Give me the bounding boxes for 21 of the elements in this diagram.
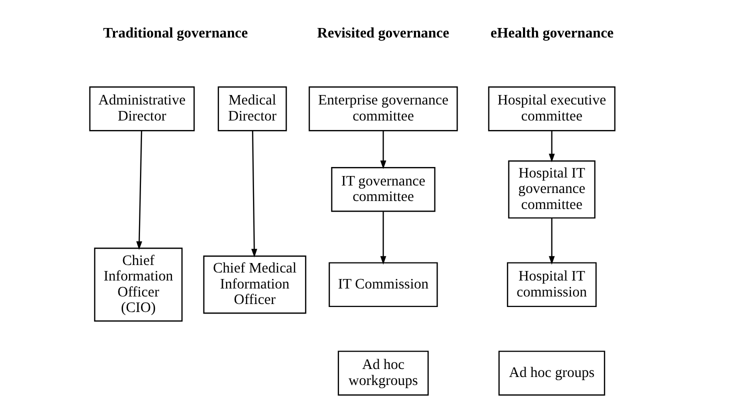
node-box: Hospital IT governance committee (508, 160, 595, 219)
arrow (380, 212, 386, 265)
arrow (548, 130, 554, 162)
node-box: IT governance committee (330, 167, 435, 212)
node-box: Hospital IT commission (506, 262, 596, 308)
node-box: Administrative Director (88, 86, 194, 132)
label: Traditional governance (102, 25, 248, 42)
node-box: Chief Medical Information Officer (202, 256, 306, 314)
arrow (136, 130, 142, 250)
node-box: Ad hoc workgroups (337, 350, 428, 396)
arrow (380, 130, 386, 170)
arrow (548, 218, 554, 265)
arrow (250, 130, 257, 258)
node-box: Medical Director (217, 86, 286, 132)
node-box: IT Commission (328, 262, 438, 308)
node-box: Ad hoc groups (498, 350, 605, 396)
node-box: Enterprise governance committee (308, 86, 458, 132)
node-box: Chief Information Officer (CIO) (94, 248, 182, 322)
node-box: Hospital executive committee (488, 86, 615, 132)
label: Revisited governance (316, 25, 449, 42)
label: eHealth governance (490, 25, 614, 42)
